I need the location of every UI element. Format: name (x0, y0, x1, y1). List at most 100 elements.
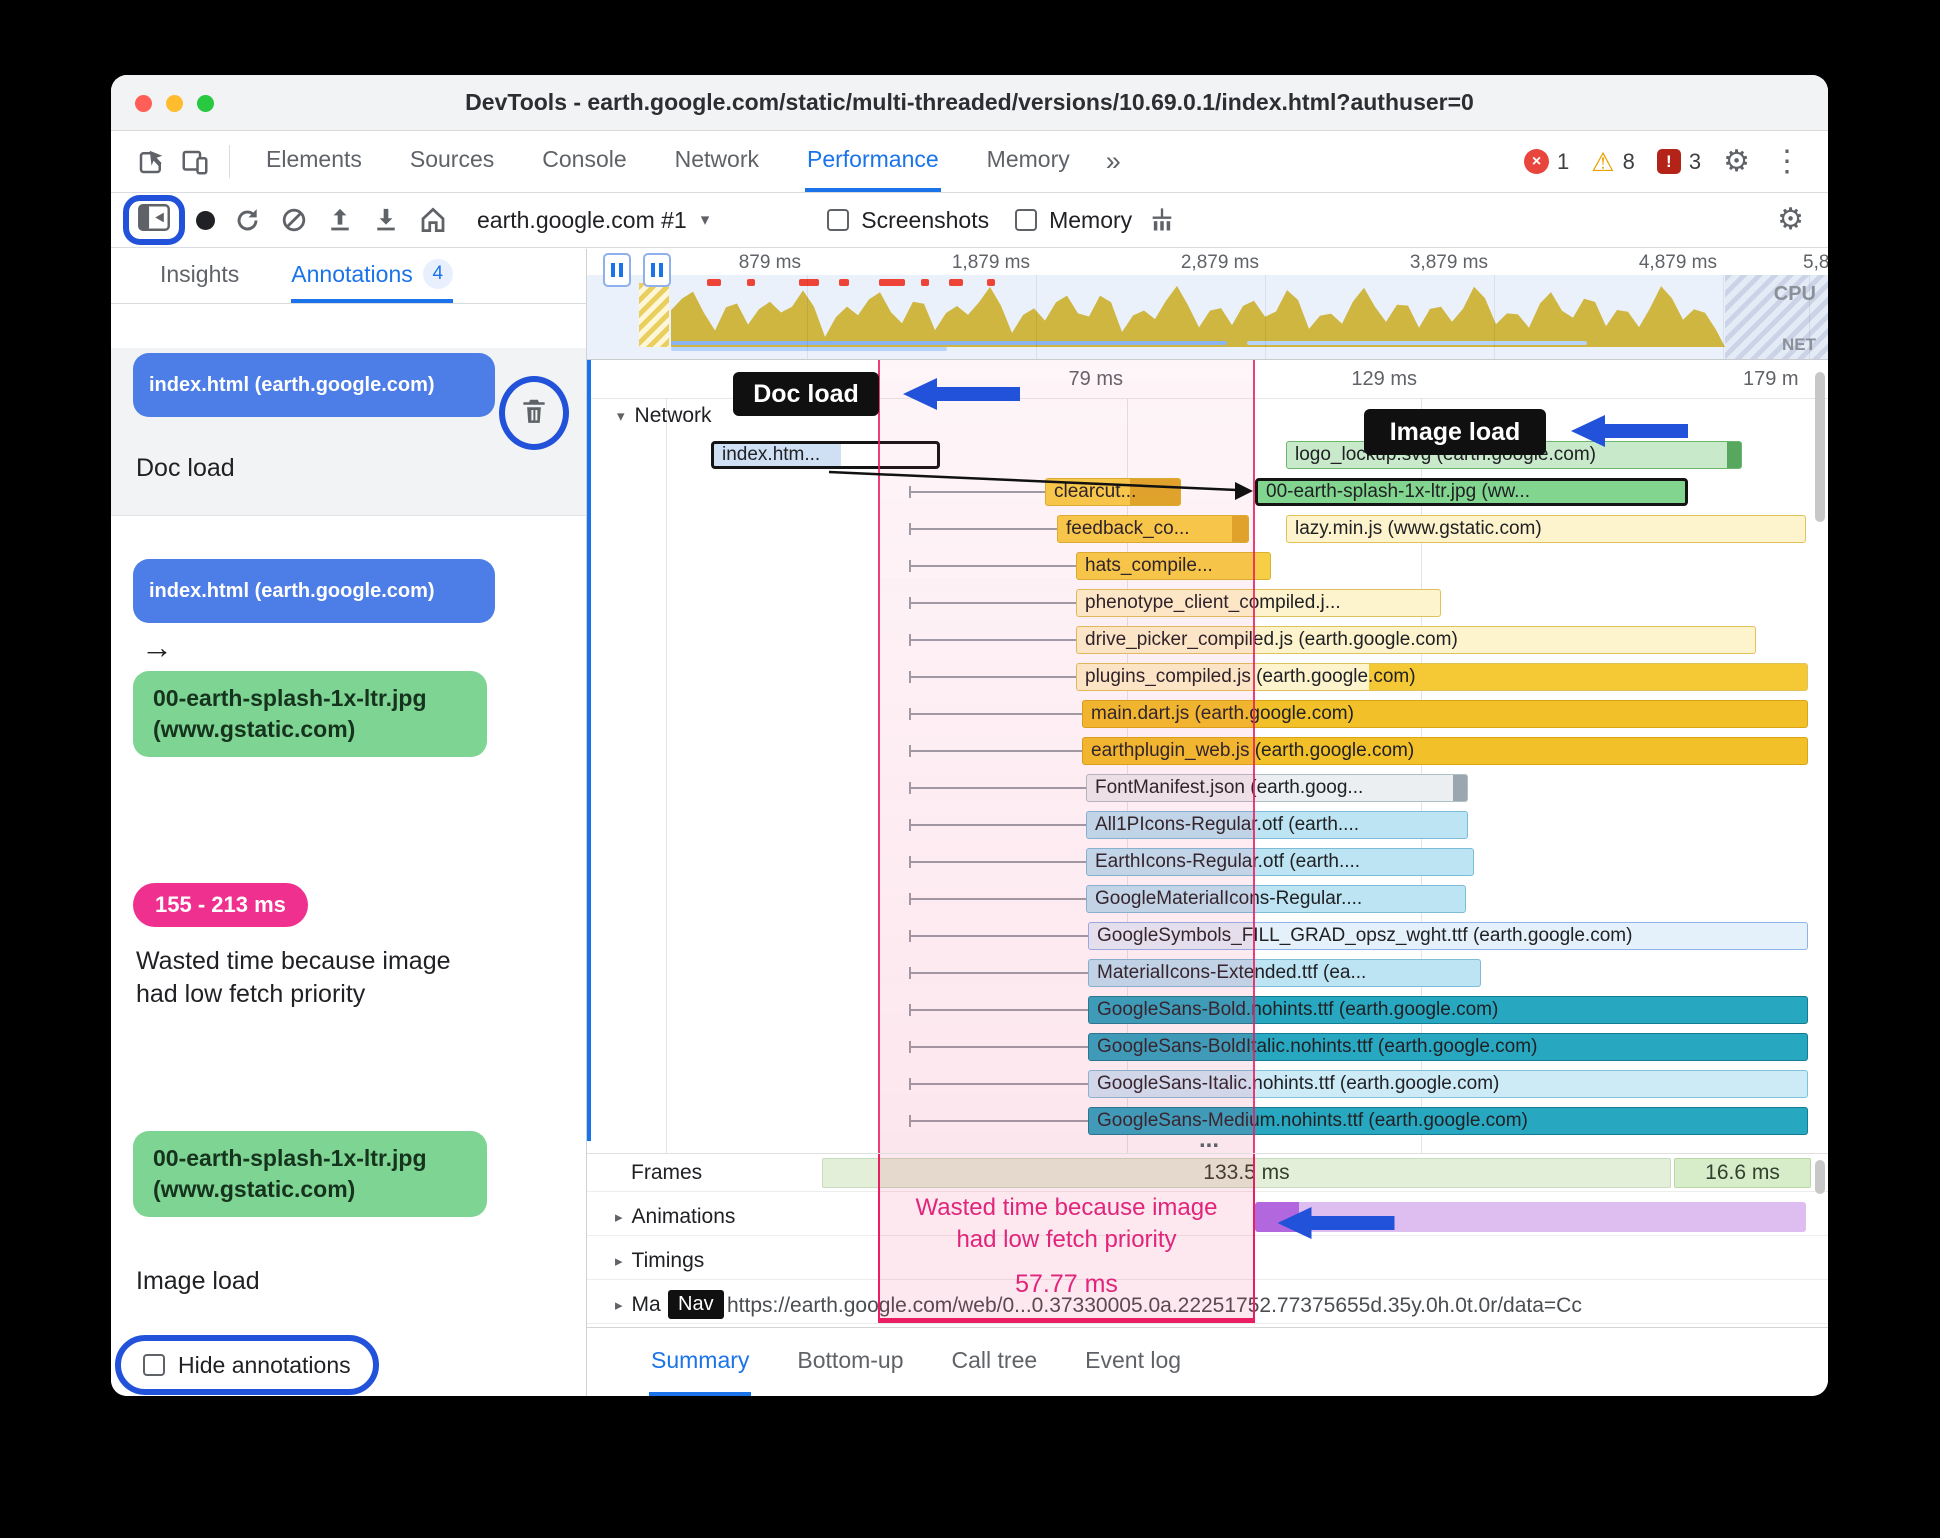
network-request-bar[interactable]: plugins_compiled.js (earth.google.com) (1076, 663, 1808, 691)
overflow-indicator[interactable]: ... (1199, 1126, 1220, 1153)
network-request-bar[interactable]: main.dart.js (earth.google.com) (1082, 700, 1808, 728)
tab-elements[interactable]: Elements (266, 146, 362, 172)
network-request-bar[interactable]: MaterialIcons-Extended.ttf (ea... (1088, 959, 1481, 987)
cpu-activity-chart[interactable] (587, 275, 1828, 359)
close-window-button[interactable] (135, 95, 152, 112)
download-profile-icon[interactable] (372, 206, 400, 234)
lower-tracks: Frames 133.5 ms 16.6 ms ▸ Animations ▸ T… (587, 1153, 1828, 1327)
vertical-scrollbar[interactable] (1815, 372, 1825, 522)
network-request-bar[interactable]: hats_compile... (1076, 552, 1271, 580)
hide-annotations-checkbox[interactable] (143, 1354, 165, 1376)
minimize-window-button[interactable] (166, 95, 183, 112)
network-request-bar[interactable]: index.htm... (711, 441, 940, 469)
bottom-tab-bottom-up[interactable]: Bottom-up (797, 1346, 904, 1373)
network-request-bar[interactable]: GoogleSans-Medium.nohints.ttf (earth.goo… (1088, 1107, 1808, 1135)
annotation-pill-index-html[interactable]: index.html (earth.google.com) (133, 353, 495, 417)
warning-badge[interactable]: ⚠ 8 (1591, 149, 1635, 175)
network-request-bar[interactable]: earthplugin_web.js (earth.google.com) (1082, 737, 1808, 765)
bottom-tab-call-tree[interactable]: Call tree (951, 1346, 1038, 1373)
frame-duration-bar[interactable]: 16.6 ms (1674, 1158, 1811, 1188)
timings-track-label[interactable]: ▸ Timings (615, 1249, 705, 1272)
annotation-label[interactable]: Wasted time because image had low fetch … (136, 947, 451, 1008)
network-request-bar[interactable]: lazy.min.js (www.gstatic.com) (1286, 515, 1806, 543)
timings-track[interactable]: ▸ Timings (587, 1242, 1828, 1280)
network-request-bar[interactable]: 00-earth-splash-1x-ltr.jpg (ww... (1255, 478, 1688, 506)
tab-insights[interactable]: Insights (160, 260, 240, 287)
request-name: EarthIcons-Regular.otf (earth.... (1095, 851, 1361, 872)
annotation-label[interactable]: Image load (136, 1267, 260, 1295)
network-request-bar[interactable]: GoogleSymbols_FILL_GRAD_opsz_wght.ttf (e… (1088, 922, 1808, 950)
zoom-window-button[interactable] (197, 95, 214, 112)
network-request-bar[interactable]: clearcut... (1045, 478, 1181, 506)
wasted-time-duration: 57.77 ms (1015, 1270, 1118, 1298)
ruler-gridline (1036, 275, 1037, 359)
main-track-label[interactable]: ▸ Ma (615, 1293, 661, 1316)
frames-track[interactable]: Frames 133.5 ms 16.6 ms (587, 1154, 1828, 1192)
bottom-tab-event-log[interactable]: Event log (1085, 1346, 1182, 1373)
tab-performance[interactable]: Performance (805, 131, 941, 192)
annotation-pill-splash-image[interactable]: 00-earth-splash-1x-ltr.jpg (www.gstatic.… (133, 671, 487, 758)
tutorial-highlight-ring (499, 376, 569, 450)
network-request-bar[interactable]: feedback_co... (1057, 515, 1249, 543)
long-task-marker (921, 279, 929, 286)
collect-garbage-icon[interactable] (1148, 206, 1176, 234)
pause-button[interactable] (643, 253, 671, 287)
annotation-pill-index-html[interactable]: index.html (earth.google.com) (133, 559, 495, 623)
screenshots-checkbox[interactable] (827, 209, 850, 231)
network-request-bar[interactable]: FontManifest.json (earth.goog... (1086, 774, 1468, 802)
more-tabs-button[interactable]: » (1105, 146, 1121, 176)
main-thread-track[interactable]: ▸ Ma Nav https://earth.google.com/web/0.… (587, 1286, 1828, 1324)
error-badge[interactable]: × 1 (1524, 149, 1569, 175)
detail-gridline (666, 398, 667, 1153)
issues-badge[interactable]: ! 3 (1656, 149, 1701, 175)
nav-marker-badge[interactable]: Nav (668, 1290, 724, 1319)
long-task-marker (747, 279, 755, 286)
tab-memory[interactable]: Memory (986, 146, 1070, 172)
kebab-menu-icon[interactable]: ⋮ (1772, 144, 1802, 178)
settings-gear-icon[interactable]: ⚙ (1723, 144, 1750, 178)
delete-annotation-icon[interactable] (519, 396, 549, 431)
tab-annotations[interactable]: Annotations 4 (291, 249, 453, 303)
record-button[interactable] (196, 210, 215, 230)
network-request-bar[interactable]: GoogleSans-Italic.nohints.ttf (earth.goo… (1088, 1070, 1808, 1098)
annotation-card-doc-load[interactable]: index.html (earth.google.com) Doc load (111, 348, 586, 516)
tab-network[interactable]: Network (674, 146, 759, 172)
tutorial-highlight-ring (123, 195, 185, 245)
bottom-tab-summary[interactable]: Summary (649, 1328, 752, 1396)
request-name: main.dart.js (earth.google.com) (1091, 703, 1354, 724)
device-toolbar-icon[interactable] (173, 140, 217, 184)
target-selector-dropdown[interactable]: earth.google.com #1 ▾ (477, 207, 709, 234)
clear-recording-button[interactable] (280, 206, 308, 234)
animations-track-label[interactable]: ▸ Animations (615, 1205, 736, 1228)
upload-profile-icon[interactable] (326, 206, 354, 234)
annotation-label[interactable]: Doc load (136, 454, 235, 482)
frame-duration-bar[interactable]: 133.5 ms (822, 1158, 1671, 1188)
network-request-bar[interactable]: GoogleSans-Bold.nohints.ttf (earth.googl… (1088, 996, 1808, 1024)
network-request-bar[interactable]: EarthIcons-Regular.otf (earth.... (1086, 848, 1474, 876)
annotation-pill-splash-image[interactable]: 00-earth-splash-1x-ltr.jpg (www.gstatic.… (133, 1131, 487, 1218)
network-track-header[interactable]: ▾ Network (617, 404, 712, 428)
network-request-bar[interactable]: phenotype_client_compiled.j... (1076, 589, 1441, 617)
annotation-pill-time-range[interactable]: 155 - 213 ms (133, 883, 308, 927)
pause-button[interactable] (603, 253, 631, 287)
home-icon[interactable] (418, 205, 448, 235)
network-request-bar[interactable]: GoogleMaterialIcons-Regular.... (1086, 885, 1466, 913)
ruler-gridline (1723, 275, 1724, 359)
memory-checkbox[interactable] (1015, 209, 1038, 231)
network-track-accent (587, 360, 591, 1141)
network-request-bar[interactable]: GoogleSans-BoldItalic.nohints.ttf (earth… (1088, 1033, 1808, 1061)
network-request-bar[interactable]: All1PIcons-Regular.otf (earth.... (1086, 811, 1468, 839)
inspect-element-icon[interactable] (129, 140, 173, 184)
tab-console[interactable]: Console (542, 146, 627, 172)
bottom-tab-bar: Summary Bottom-up Call tree Event log (587, 1327, 1828, 1396)
capture-settings-gear-icon[interactable]: ⚙ (1777, 203, 1804, 236)
network-request-bar[interactable]: drive_picker_compiled.js (earth.google.c… (1076, 626, 1756, 654)
ruler-gridline (1494, 275, 1495, 359)
toggle-sidebar-icon[interactable] (138, 204, 170, 236)
tab-sources[interactable]: Sources (409, 146, 495, 172)
vertical-scrollbar[interactable] (1815, 1160, 1825, 1194)
ruler-tick-label: 879 ms (738, 252, 801, 273)
reload-and-record-button[interactable] (233, 206, 262, 235)
